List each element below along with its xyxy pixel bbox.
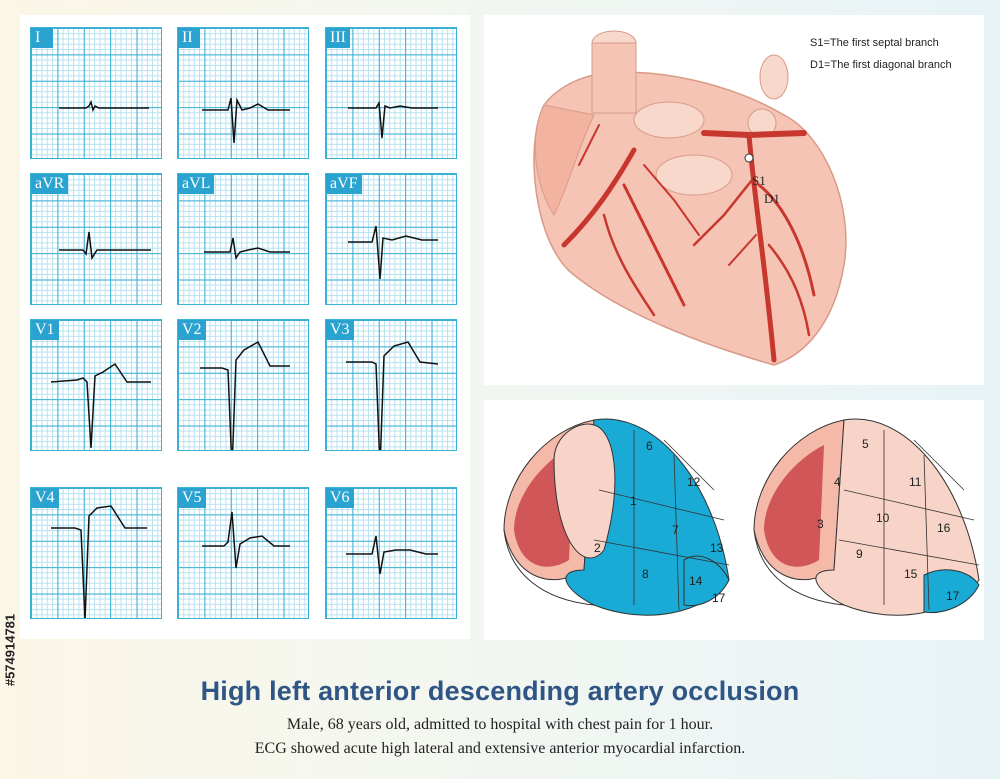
ecg-lead-avl: aVL [177,173,309,305]
ecg-trace [346,535,438,575]
lead-label: V4 [31,488,59,508]
ecg-trace [200,340,290,450]
lead-label: aVR [31,174,69,194]
ecg-trace [202,511,290,569]
ecg-panel: I II III aVR aVL aVF V1 [20,15,470,639]
lead-label: aVF [326,174,362,194]
occlusion-marker [744,153,754,163]
segment-label: 6 [646,439,653,453]
heart-illustration-panel: S1=The first septal branch D1=The first … [484,15,984,385]
segment-label: 16 [937,521,951,535]
ecg-trace [59,99,149,113]
legend-d1: D1=The first diagonal branch [810,59,952,71]
segment-label: 12 [687,475,701,489]
lead-label: V5 [178,488,206,508]
segment-label: 7 [672,523,679,537]
ecg-trace [202,97,290,144]
segment-label: 13 [710,541,724,555]
ecg-lead-ii: II [177,27,309,159]
segment-label: 3 [817,517,824,531]
subtitle-line-2: ECG showed acute high lateral and extens… [254,740,746,757]
ecg-trace [51,505,147,618]
ecg-trace [346,341,439,450]
lead-label: V3 [326,320,354,340]
ecg-trace [59,231,151,261]
ecg-lead-v1: V1 [30,319,162,451]
subtitle-line-1: Male, 68 years old, admitted to hospital… [286,716,714,733]
ecg-lead-v5: V5 [177,487,309,619]
segment-label: 15 [904,567,918,581]
lead-label: III [326,28,350,48]
segment-label: 17 [712,591,726,605]
segment-label: 17 [946,589,960,603]
left-ventricle-model-infarct [503,418,730,616]
aorta [633,101,705,139]
lead-label: V2 [178,320,206,340]
segment-label: 11 [909,475,922,489]
lead-label: V1 [31,320,59,340]
segment-label: 10 [876,511,890,525]
segment-label: 5 [862,437,869,451]
segment-label: 1 [630,494,637,508]
ecg-trace [204,237,290,261]
label-d1: D1 [764,191,780,206]
lead-label: I [31,28,53,48]
ecg-trace [348,100,438,139]
svc-trunk [591,42,637,114]
page-title: High left anterior descending artery occ… [200,676,800,706]
ecg-lead-v2: V2 [177,319,309,451]
ecg-lead-iii: III [325,27,457,159]
ecg-lead-i: I [30,27,162,159]
segment-label: 14 [689,574,703,588]
right-ventricle-model-normal [753,418,980,616]
legend-s1: S1=The first septal branch [810,37,939,49]
segment-diagram: 6 1 12 7 2 13 8 14 17 5 4 11 10 3 16 9 1… [503,418,980,616]
segment-label: 9 [856,547,863,561]
ecg-lead-v3: V3 [325,319,457,451]
myocardial-segments-panel: 6 1 12 7 2 13 8 14 17 5 4 11 10 3 16 9 1… [484,400,984,640]
aortic-arch-branch [759,54,789,100]
segment-label: 8 [642,567,649,581]
ecg-lead-v6: V6 [325,487,457,619]
lead-label: II [178,28,200,48]
lead-label: aVL [178,174,215,194]
right-atrium [534,104,595,216]
ecg-trace [50,362,151,449]
ecg-trace [348,225,438,280]
segment-label: 2 [594,541,601,555]
segment-label: 4 [834,475,841,489]
lead-label: V6 [326,488,354,508]
ecg-lead-avf: aVF [325,173,457,305]
label-s1: S1 [752,173,766,188]
ecg-lead-avr: aVR [30,173,162,305]
pulmonary-trunk [655,154,733,196]
ecg-lead-v4: V4 [30,487,162,619]
heart-illustration [533,30,847,366]
